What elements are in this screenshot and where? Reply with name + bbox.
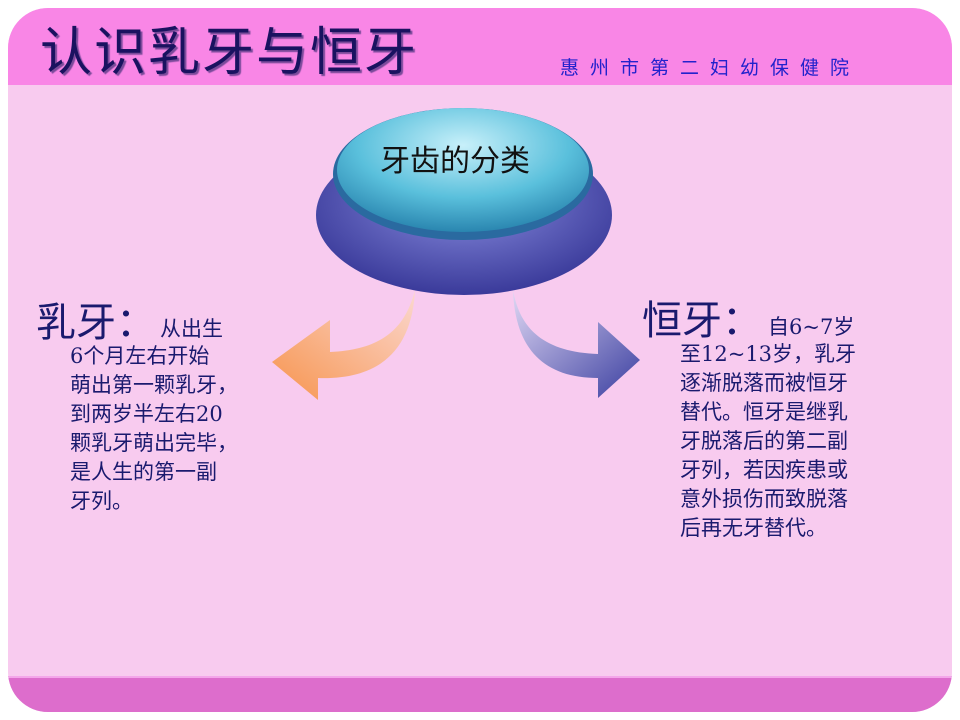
left-arrow-icon: [272, 290, 415, 400]
permanent-teeth-line: 自6~7岁: [768, 315, 855, 339]
category-button-label[interactable]: 牙齿的分类: [380, 144, 530, 179]
permanent-teeth-line: 替代。恒牙是继乳: [680, 400, 848, 424]
organization-name: 惠州市第二妇幼保健院: [560, 57, 861, 79]
permanent-teeth-heading: 恒牙：: [642, 298, 762, 344]
slide-title: 认识乳牙与恒牙: [40, 23, 419, 83]
primary-teeth-line: 从出生: [160, 317, 223, 341]
permanent-teeth-line: 至12~13岁，乳牙: [680, 342, 857, 366]
permanent-teeth-line: 意外损伤而致脱落: [680, 487, 848, 511]
primary-teeth-line: 是人生的第一副: [70, 460, 217, 484]
primary-teeth-line: 到两岁半左右20: [70, 402, 223, 426]
primary-teeth-line: 颗乳牙萌出完毕，: [70, 431, 238, 455]
permanent-teeth-block: 恒牙： 自6~7岁 至12~13岁，乳牙 逐渐脱落而被恒牙 替代。恒牙是继乳 牙…: [642, 288, 856, 543]
permanent-teeth-line: 牙脱落后的第二副: [680, 429, 848, 453]
primary-teeth-line: 牙列。: [70, 489, 133, 513]
primary-teeth-line: 6个月左右开始: [70, 344, 210, 368]
permanent-teeth-line: 逐渐脱落而被恒牙: [680, 371, 848, 395]
footer-band: [8, 676, 952, 712]
permanent-teeth-line: 后再无牙替代。: [680, 516, 827, 540]
primary-teeth-block: 乳牙： 从出生 6个月左右开始 萌出第一颗乳牙， 到两岁半左右20 颗乳牙萌出完…: [36, 290, 238, 516]
primary-teeth-line: 萌出第一颗乳牙，: [70, 373, 238, 397]
permanent-teeth-line: 牙列，若因疾患或: [680, 458, 848, 482]
category-button-graphic[interactable]: [316, 108, 612, 295]
right-arrow-icon: [513, 290, 640, 398]
primary-teeth-heading: 乳牙：: [36, 300, 156, 346]
header-band: [8, 8, 952, 85]
